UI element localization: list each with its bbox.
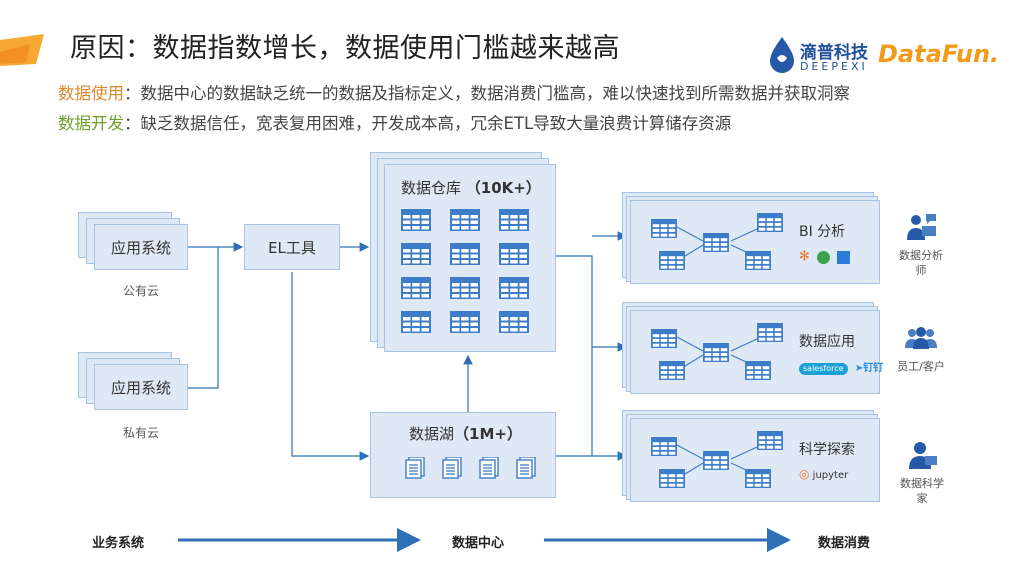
table-icon <box>450 243 480 265</box>
table-icon <box>757 213 783 232</box>
consumer-tool-logos: ✻ <box>799 249 851 265</box>
table-icon <box>651 437 677 456</box>
qlik-icon <box>817 250 831 264</box>
app-system-label: 应用系统 <box>110 379 171 397</box>
table-icon <box>745 251 771 270</box>
table-icon <box>703 343 729 362</box>
consumer-panel: 科学探索 ◎ jupyter <box>630 418 880 502</box>
stage-consume: 数据消费 <box>818 536 871 551</box>
lake-label: 数据湖 <box>409 425 455 443</box>
consumer-tool-logos: salesforce ➤钉钉 <box>799 359 883 375</box>
lake-count: （1M+） <box>454 425 522 443</box>
consumer-label: BI 分析 <box>799 224 846 240</box>
table-icon <box>450 311 480 333</box>
table-icon <box>401 243 431 265</box>
lake-document-row <box>405 457 545 483</box>
users-icon <box>905 327 937 349</box>
users-caption: 员工/客户 <box>897 360 945 373</box>
consumer-label: 数据应用 <box>799 334 855 350</box>
app-system-private: 应用系统 <box>94 364 188 410</box>
consumer-label: 科学探索 <box>799 442 855 458</box>
table-icon <box>401 209 431 231</box>
table-icon <box>745 361 771 380</box>
document-icon <box>405 457 425 479</box>
el-tool-label: EL工具 <box>268 239 316 257</box>
jupyter-icon: ◎ <box>799 467 810 481</box>
warehouse-table-grid <box>401 209 547 339</box>
lake-title: 数据湖（1M+） <box>409 423 522 444</box>
warehouse-count: （10K+） <box>465 179 541 197</box>
el-tool-box: EL工具 <box>244 224 340 270</box>
table-icon <box>651 329 677 348</box>
datafun-logo: DataFun. <box>878 40 1000 68</box>
table-icon <box>757 431 783 450</box>
bullet-text: ：缺乏数据信任，宽表复用困难，开发成本高，冗余ETL导致大量浪费计算储存资源 <box>124 114 732 133</box>
public-cloud-caption: 公有云 <box>122 284 159 298</box>
deepexi-name-cn: 滴普科技 <box>800 43 868 63</box>
data-warehouse: 数据仓库 （10K+） <box>384 164 556 352</box>
tableau-icon: ✻ <box>799 249 810 264</box>
warehouse-label: 数据仓库 <box>401 179 462 197</box>
consumer-panel: BI 分析 ✻ <box>630 200 880 284</box>
deepexi-drop-icon <box>770 37 794 73</box>
table-icon <box>659 469 685 488</box>
private-cloud-caption: 私有云 <box>122 426 159 440</box>
table-icon <box>499 277 529 299</box>
consumer-tool-logos: ◎ jupyter <box>799 467 848 483</box>
document-icon <box>516 457 536 479</box>
analyst-caption: 数据分析师 <box>899 249 943 277</box>
table-icon <box>757 323 783 342</box>
analyst-icon <box>907 214 936 240</box>
app-system-label: 应用系统 <box>110 239 171 257</box>
deepexi-name-en: DEEPEXI <box>800 60 868 73</box>
document-icon <box>442 457 462 479</box>
bullet-label: 数据开发 <box>58 114 124 133</box>
document-icon <box>479 457 499 479</box>
stage-business: 业务系统 <box>92 536 145 551</box>
table-icon <box>499 243 529 265</box>
scientist-icon <box>909 442 937 469</box>
table-icon <box>499 209 529 231</box>
consumer-panel: 数据应用 salesforce ➤钉钉 <box>630 310 883 394</box>
bullet-data-dev: 数据开发：缺乏数据信任，宽表复用困难，开发成本高，冗余ETL导致大量浪费计算储存… <box>58 110 731 134</box>
bullet-label: 数据使用 <box>58 84 124 103</box>
table-icon <box>450 277 480 299</box>
title-accent <box>0 34 44 66</box>
stage-center: 数据中心 <box>452 536 505 551</box>
scientist-caption: 数据科学家 <box>900 477 944 505</box>
table-icon <box>703 451 729 470</box>
table-icon <box>401 277 431 299</box>
table-icon <box>659 251 685 270</box>
table-icon <box>450 209 480 231</box>
finebi-icon <box>837 250 851 264</box>
warehouse-title: 数据仓库 （10K+） <box>401 177 541 198</box>
data-lake: 数据湖（1M+） <box>370 412 556 498</box>
salesforce-logo: salesforce <box>799 363 848 375</box>
table-icon <box>499 311 529 333</box>
table-icon <box>651 219 677 238</box>
app-system-public: 应用系统 <box>94 224 188 270</box>
table-icon <box>703 233 729 252</box>
page-title: 原因：数据指数增长，数据使用门槛越来越高 <box>70 33 620 64</box>
bullet-text: ：数据中心的数据缺乏统一的数据及指标定义，数据消费门槛高，难以快速找到所需数据并… <box>124 84 850 103</box>
table-icon <box>401 311 431 333</box>
bullet-data-usage: 数据使用：数据中心的数据缺乏统一的数据及指标定义，数据消费门槛高，难以快速找到所… <box>58 80 850 104</box>
table-icon <box>745 469 771 488</box>
table-icon <box>659 361 685 380</box>
jupyter-logo: ◎ jupyter <box>799 467 849 481</box>
deepexi-logo: 滴普科技 DEEPEXI <box>768 36 874 76</box>
dingtalk-logo: ➤钉钉 <box>854 363 884 374</box>
